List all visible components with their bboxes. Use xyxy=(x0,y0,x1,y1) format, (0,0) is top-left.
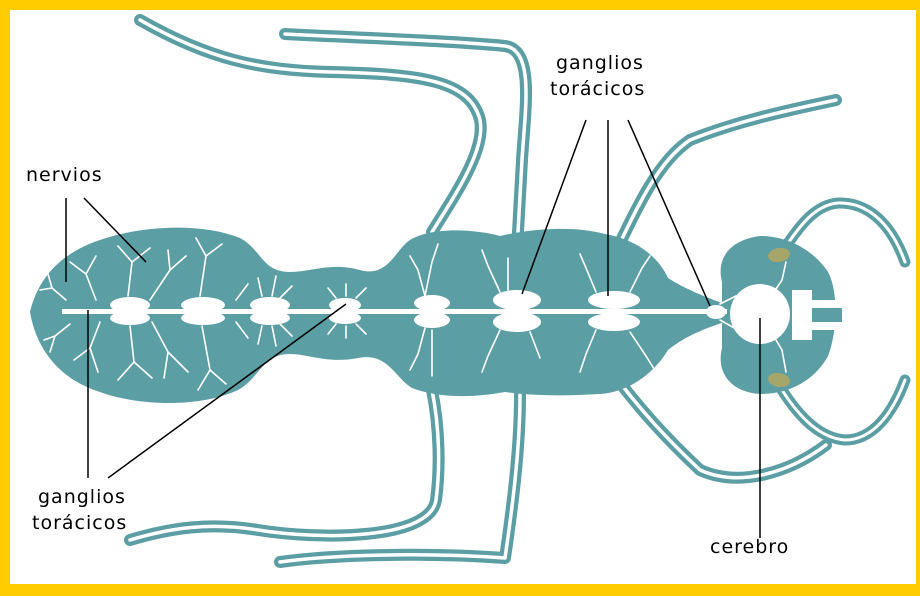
label-ganglios-left-line2: torácicos xyxy=(32,512,127,534)
label-ganglios-left-line1: ganglios xyxy=(38,486,126,508)
ganglion-2 xyxy=(181,297,225,313)
ant-nervous-system-diagram xyxy=(10,10,916,584)
ganglion-7 xyxy=(588,291,640,309)
ganglion-6 xyxy=(493,290,541,310)
label-ganglios-right-line1: ganglios xyxy=(556,52,644,74)
ganglion-3 xyxy=(250,297,290,313)
label-ganglios-right-line2: torácicos xyxy=(550,78,645,100)
label-nervios: nervios xyxy=(26,164,103,186)
ganglion-1 xyxy=(110,297,150,313)
ganglion-8 xyxy=(706,305,726,319)
label-cerebro: cerebro xyxy=(710,536,789,558)
ganglion-5 xyxy=(414,295,450,311)
